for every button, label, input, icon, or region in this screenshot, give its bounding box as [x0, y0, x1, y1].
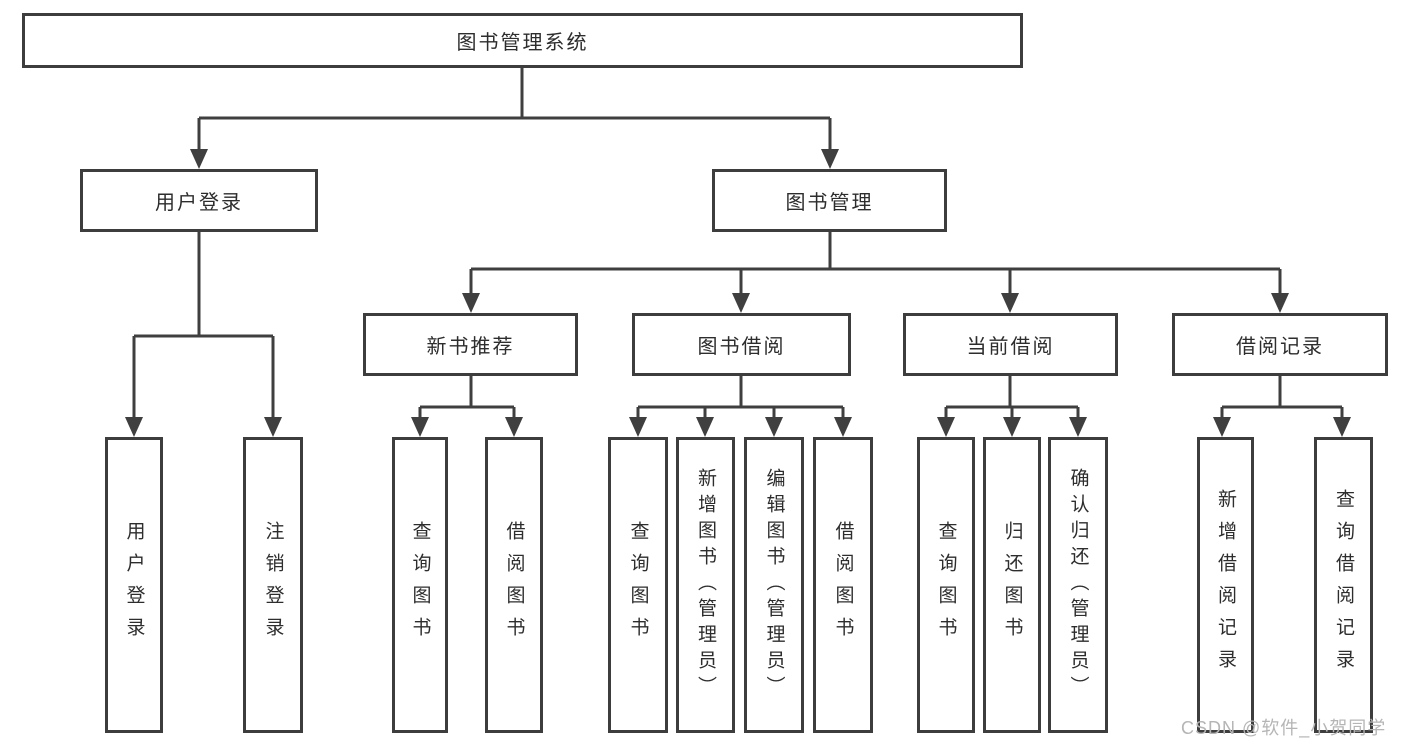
leaf-borrow-books-2: 借阅图书	[813, 437, 873, 733]
node-borrow-records-label: 借阅记录	[1236, 336, 1324, 358]
arrowhead	[505, 417, 523, 437]
edge-user-login-to-leaves	[125, 232, 282, 437]
leaf-logout-label: 注销登录	[262, 521, 284, 649]
leaf-add-borrow-record-label: 新增借阅记录	[1215, 489, 1236, 681]
node-book-borrow: 图书借阅	[632, 313, 851, 376]
edge-book-borrow-to-leaves	[629, 376, 852, 437]
arrowhead	[264, 417, 282, 437]
arrowhead	[732, 293, 750, 313]
arrowhead	[1001, 293, 1019, 313]
leaf-query-books-2-label: 查询图书	[627, 521, 649, 649]
node-book-management-label: 图书管理	[785, 192, 874, 214]
leaf-borrow-books-2-label: 借阅图书	[832, 521, 854, 649]
leaf-query-books-3-label: 查询图书	[935, 521, 957, 649]
node-new-book-recommend: 新书推荐	[363, 313, 578, 376]
arrowhead	[1271, 293, 1289, 313]
arrowhead	[462, 293, 480, 313]
leaf-user-login-label: 用户登录	[123, 521, 145, 649]
node-current-borrow: 当前借阅	[903, 313, 1118, 376]
watermark: CSDN @软件_小贺同学	[1181, 718, 1387, 738]
edge-book-management-to-level3	[462, 232, 1289, 313]
arrowhead	[629, 417, 647, 437]
leaf-add-borrow-record: 新增借阅记录	[1197, 437, 1254, 733]
node-user-login-label: 用户登录	[155, 192, 243, 214]
node-current-borrow-label: 当前借阅	[966, 336, 1055, 358]
node-borrow-records: 借阅记录	[1172, 313, 1388, 376]
arrowhead	[1003, 417, 1021, 437]
edge-root-to-level2	[190, 68, 839, 169]
arrowhead	[411, 417, 429, 437]
arrowhead	[834, 417, 852, 437]
arrowhead	[696, 417, 714, 437]
leaf-query-borrow-record: 查询借阅记录	[1314, 437, 1373, 733]
node-book-borrow-label: 图书借阅	[697, 336, 786, 358]
node-user-login: 用户登录	[80, 169, 318, 232]
edge-borrow-records-to-leaves	[1213, 376, 1351, 437]
node-book-management: 图书管理	[712, 169, 947, 232]
leaf-query-borrow-record-label: 查询借阅记录	[1333, 489, 1354, 681]
leaf-return-books-label: 归还图书	[1001, 521, 1023, 649]
leaf-query-books-3: 查询图书	[917, 437, 975, 733]
arrowhead	[1069, 417, 1087, 437]
leaf-borrow-books-1: 借阅图书	[485, 437, 543, 733]
arrowhead	[1213, 417, 1231, 437]
leaf-add-books-label: 新增图书（管理员）	[695, 468, 716, 702]
leaf-query-books-1: 查询图书	[392, 437, 448, 733]
edge-new-book-recommend-to-leaves	[411, 376, 523, 437]
leaf-confirm-return-label: 确认归还（管理员）	[1067, 468, 1089, 702]
node-root-label: 图书管理系统	[456, 32, 589, 54]
arrowhead	[765, 417, 783, 437]
leaf-confirm-return: 确认归还（管理员）	[1048, 437, 1108, 733]
leaf-return-books: 归还图书	[983, 437, 1041, 733]
arrowhead	[190, 149, 208, 169]
leaf-add-books: 新增图书（管理员）	[676, 437, 735, 733]
node-new-book-recommend-label: 新书推荐	[426, 336, 515, 358]
edge-current-borrow-to-leaves	[937, 376, 1087, 437]
arrowhead	[125, 417, 143, 437]
leaf-edit-books: 编辑图书（管理员）	[744, 437, 804, 733]
node-root: 图书管理系统	[22, 13, 1023, 68]
leaf-borrow-books-1-label: 借阅图书	[503, 521, 525, 649]
leaf-logout: 注销登录	[243, 437, 303, 733]
arrowhead	[821, 149, 839, 169]
arrowhead	[937, 417, 955, 437]
arrowhead	[1333, 417, 1351, 437]
leaf-user-login: 用户登录	[105, 437, 163, 733]
leaf-query-books-2: 查询图书	[608, 437, 668, 733]
leaf-query-books-1-label: 查询图书	[409, 521, 431, 649]
leaf-edit-books-label: 编辑图书（管理员）	[763, 468, 785, 702]
